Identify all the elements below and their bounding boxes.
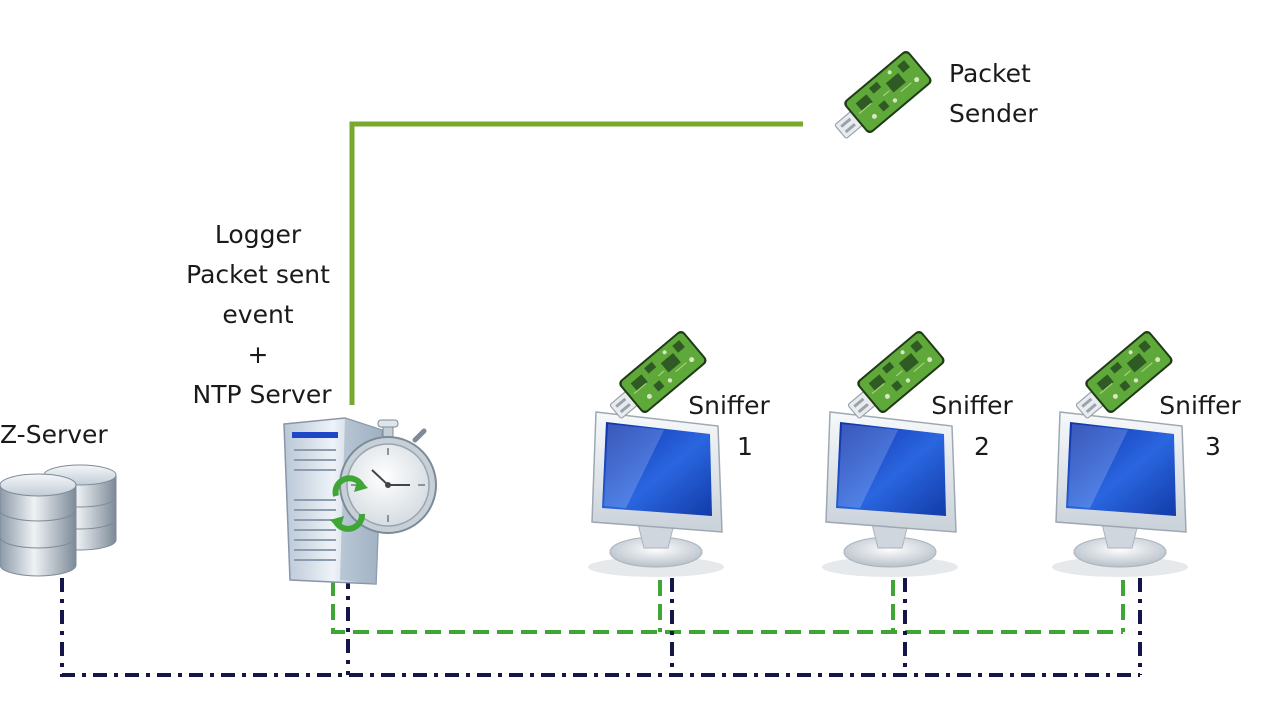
- sniffer-2-label: Sniffer 2: [931, 391, 1021, 461]
- sniffer-1-label: Sniffer 1: [688, 391, 778, 461]
- sniffer-1-number: 1: [737, 432, 753, 461]
- sniffer-2-number: 2: [974, 432, 990, 461]
- usb-link-line: [349, 121, 803, 405]
- logger-line-3: event: [222, 300, 293, 329]
- packet-sender-label: Packet Sender: [949, 59, 1039, 128]
- sniffer-3-label: Sniffer 3: [1159, 391, 1249, 461]
- logger-line-1: Logger: [215, 220, 302, 249]
- data-bus-line: [60, 575, 1142, 677]
- packet-sender-line-2: Sender: [949, 99, 1038, 128]
- monitor-icon: [587, 411, 725, 578]
- logger-line-4: +: [248, 340, 269, 369]
- sniffer-2-name: Sniffer: [931, 391, 1013, 420]
- logger-line-5: NTP Server: [193, 380, 333, 409]
- monitor-icon: [1051, 411, 1189, 578]
- sniffer-1-name: Sniffer: [688, 391, 770, 420]
- database-icon: [0, 464, 117, 577]
- sniffer-3: Sniffer 3: [1051, 328, 1249, 578]
- sniffer-1: Sniffer 1: [587, 328, 778, 578]
- sync-bus-line: [331, 580, 1125, 634]
- sniffer-2: Sniffer 2: [821, 328, 1021, 578]
- z-server-label: Z-Server: [0, 420, 108, 449]
- packet-sender-line-1: Packet: [949, 59, 1031, 88]
- packet-sender-icon: [826, 48, 935, 149]
- sniffer-3-number: 3: [1205, 432, 1221, 461]
- server-stopwatch-icon: [283, 417, 437, 585]
- logger-line-2: Packet sent: [186, 260, 330, 289]
- logger-label: Logger Packet sent event + NTP Server: [186, 220, 338, 409]
- sniffer-3-name: Sniffer: [1159, 391, 1241, 420]
- monitor-icon: [821, 411, 959, 578]
